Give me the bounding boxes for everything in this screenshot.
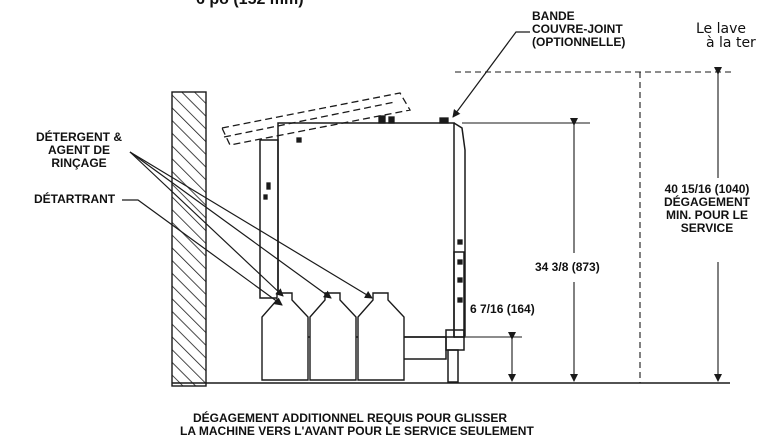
label-dimension-height: 34 3/8 (873): [535, 260, 600, 274]
label-service-line3: MIN. POUR LE: [665, 208, 748, 222]
dimension-leg: [466, 332, 522, 382]
label-bande-line3: (OPTIONNELLE): [532, 35, 626, 49]
container-delimer: [357, 292, 405, 381]
label-service-line1: 40 15/16 (1040): [664, 182, 750, 196]
label-detergent-rinse: DÉTERGENT & AGENT DE RINÇAGE: [14, 131, 144, 170]
label-dimension-leg: 6 7/16 (164): [470, 302, 535, 316]
label-detergent-line3: RINÇAGE: [51, 156, 107, 170]
top-right-fragment-line1: Le lave: [696, 21, 746, 37]
bande-leader-line: [452, 31, 530, 118]
dimension-height: [462, 118, 590, 382]
chemical-leader-lines: [122, 151, 373, 306]
footer-line1: DÉGAGEMENT ADDITIONNEL REQUIS POUR GLISS…: [192, 411, 508, 425]
container-detergent: [261, 292, 309, 381]
label-detergent-line1: DÉTERGENT &: [35, 130, 122, 144]
top-right-fragment-line2: à la ter: [706, 35, 756, 51]
top-fittings: [263, 115, 463, 303]
wall: [171, 91, 207, 387]
label-service-line4: SERVICE: [680, 221, 734, 235]
label-bande-line2: COUVRE-JOINT: [532, 22, 623, 36]
label-detartrant: DÉTARTRANT: [34, 192, 116, 206]
dishwasher-body: [259, 122, 466, 383]
label-detergent-line2: AGENT DE: [47, 143, 110, 157]
label-service-clearance: 40 15/16 (1040) DÉGAGEMENT MIN. POUR LE …: [654, 183, 760, 235]
label-service-line2: DÉGAGEMENT: [663, 195, 750, 209]
top-left-fragment: 6 po (152 mm): [196, 0, 304, 9]
footer-caption: DÉGAGEMENT ADDITIONNEL REQUIS POUR GLISS…: [180, 411, 534, 438]
open-lid-outline: [221, 92, 412, 146]
dimension-service-clearance: [455, 67, 735, 383]
footer-line2: LA MACHINE VERS L'AVANT POUR LE SERVICE …: [180, 424, 534, 438]
label-bande-couvre-joint: BANDE COUVRE-JOINT (OPTIONNELLE): [532, 10, 625, 49]
container-rinse-agent: [309, 292, 357, 381]
label-bande-line1: BANDE: [532, 9, 575, 23]
